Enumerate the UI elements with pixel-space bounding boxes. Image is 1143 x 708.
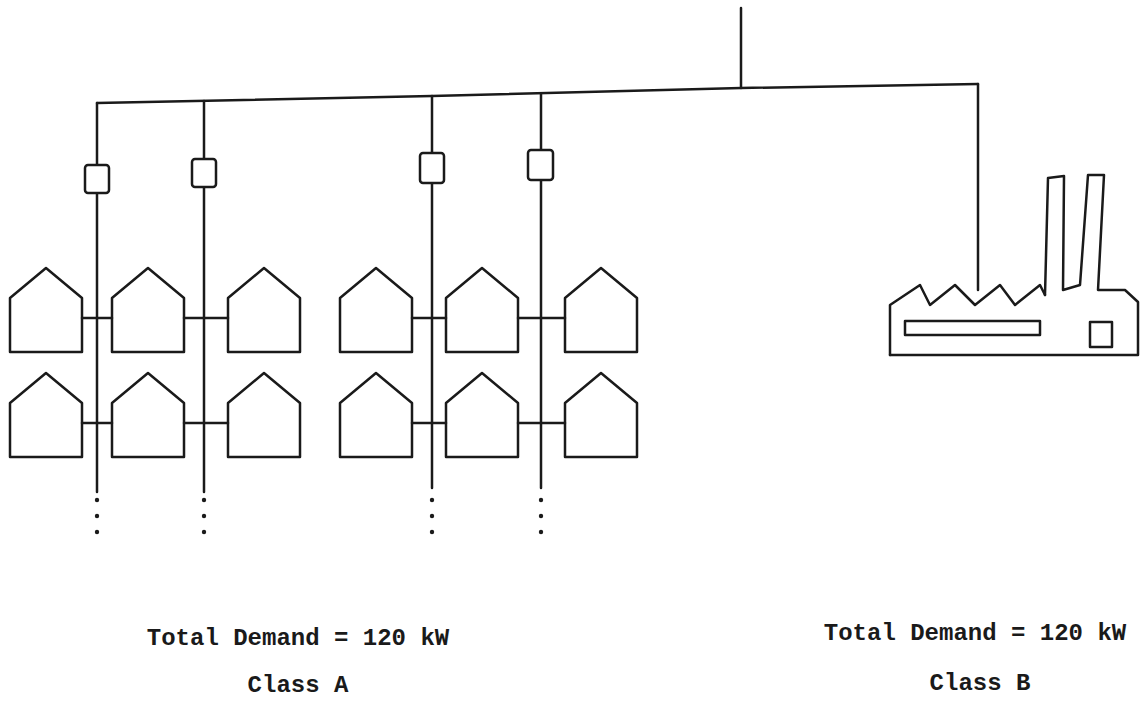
house — [10, 268, 82, 352]
service-drop — [518, 317, 565, 320]
dot — [202, 530, 206, 534]
house — [446, 373, 518, 457]
service-drop — [412, 422, 432, 425]
house — [565, 268, 637, 352]
houses — [10, 268, 637, 457]
house — [228, 268, 300, 352]
service-drop — [184, 422, 228, 425]
house — [228, 373, 300, 457]
house — [112, 268, 184, 352]
service-drop — [82, 422, 97, 425]
service-drop — [432, 422, 446, 425]
house — [10, 373, 82, 457]
house — [340, 373, 412, 457]
factory — [890, 175, 1138, 355]
dot — [95, 514, 99, 518]
dot — [95, 530, 99, 534]
class-label: Class A — [248, 672, 349, 699]
house — [112, 373, 184, 457]
service-drop — [518, 422, 565, 425]
demand-label: Total Demand = 120 kW — [147, 625, 449, 652]
service-drop — [97, 317, 112, 320]
dot — [430, 498, 434, 502]
demand-label: Total Demand = 120 kW — [824, 620, 1126, 647]
class-label: Class B — [930, 670, 1031, 697]
dot — [539, 514, 543, 518]
dot — [539, 530, 543, 534]
dot — [539, 498, 543, 502]
dot — [95, 498, 99, 502]
house — [565, 373, 637, 457]
feeder-wires — [97, 8, 978, 492]
service-drop — [82, 317, 97, 320]
house — [446, 268, 518, 352]
continuation-dots — [95, 498, 543, 534]
service-drop — [432, 317, 446, 320]
house — [340, 268, 412, 352]
service-drop — [184, 317, 228, 320]
dot — [202, 498, 206, 502]
service-drop — [412, 317, 432, 320]
meters — [85, 150, 553, 193]
service-drop — [97, 422, 112, 425]
dot — [430, 514, 434, 518]
dot — [430, 530, 434, 534]
dot — [202, 514, 206, 518]
